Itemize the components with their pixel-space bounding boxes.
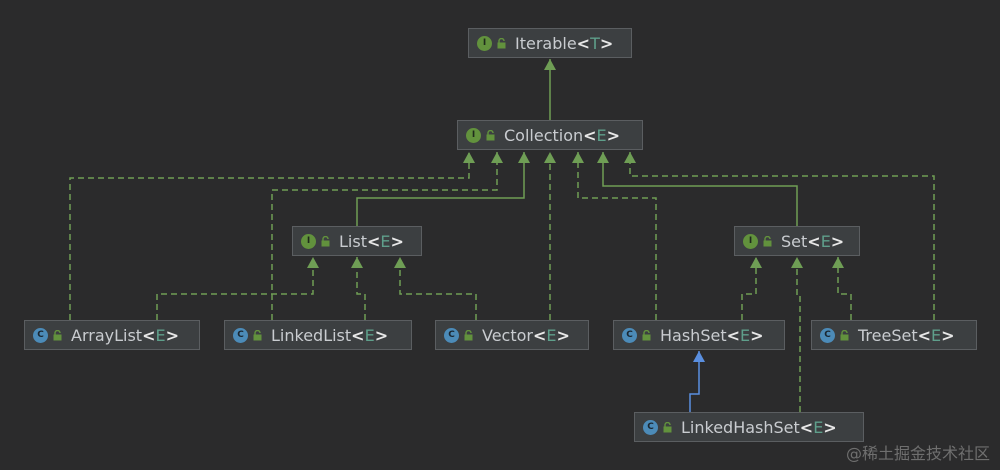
interface-icon: I bbox=[743, 233, 758, 249]
lock-icon bbox=[253, 329, 262, 341]
lock-icon bbox=[464, 329, 473, 341]
lock-icon bbox=[321, 235, 330, 247]
edge-linkedhashset-to-hashset bbox=[689, 351, 705, 412]
arrowhead bbox=[394, 257, 406, 268]
arrowhead bbox=[624, 152, 636, 163]
node-vector[interactable]: C Vector<E> bbox=[435, 320, 589, 350]
edge-collection-to-iterable bbox=[544, 59, 556, 120]
class-icon: C bbox=[622, 327, 637, 343]
arrowhead bbox=[544, 152, 556, 163]
lock-icon bbox=[763, 235, 772, 247]
arrowhead bbox=[693, 351, 705, 362]
node-linkedlist[interactable]: C LinkedList<E> bbox=[224, 320, 412, 350]
node-list[interactable]: I List<E> bbox=[292, 226, 422, 256]
lock-icon bbox=[840, 329, 849, 341]
arrowhead bbox=[518, 152, 530, 163]
arrowhead bbox=[307, 257, 319, 268]
class-icon: C bbox=[643, 419, 658, 435]
arrowhead bbox=[544, 59, 556, 70]
lock-icon bbox=[486, 129, 495, 141]
class-icon: C bbox=[33, 327, 48, 343]
lock-icon bbox=[663, 421, 672, 433]
arrowhead bbox=[750, 257, 762, 268]
node-label: Collection<E> bbox=[504, 125, 621, 145]
node-label: HashSet<E> bbox=[660, 325, 764, 345]
edge-linkedhashset-to-set bbox=[791, 257, 803, 412]
arrowhead bbox=[351, 257, 363, 268]
edge-vector-to-list bbox=[394, 257, 477, 320]
class-icon: C bbox=[444, 327, 459, 343]
edge-arraylist-to-collection bbox=[69, 152, 475, 320]
interface-icon: I bbox=[466, 127, 481, 143]
node-linkedhashset[interactable]: C LinkedHashSet<E> bbox=[634, 412, 864, 442]
arrowhead bbox=[791, 257, 803, 268]
node-label: Set<E> bbox=[781, 231, 845, 251]
node-collection[interactable]: I Collection<E> bbox=[457, 120, 643, 150]
edge-hashset-to-collection bbox=[572, 152, 657, 320]
edge-treeset-to-collection bbox=[624, 152, 935, 320]
class-icon: C bbox=[233, 327, 248, 343]
lock-icon bbox=[642, 329, 651, 341]
arrowhead bbox=[491, 152, 503, 163]
arrowhead bbox=[572, 152, 584, 163]
edge-vector-to-collection bbox=[544, 152, 556, 320]
node-set[interactable]: I Set<E> bbox=[734, 226, 860, 256]
node-label: TreeSet<E> bbox=[858, 325, 955, 345]
edge-linkedlist-to-list bbox=[351, 257, 366, 320]
edge-set-to-collection bbox=[597, 152, 798, 226]
interface-icon: I bbox=[301, 233, 316, 249]
arrowhead bbox=[832, 257, 844, 268]
node-arraylist[interactable]: C ArrayList<E> bbox=[24, 320, 200, 350]
node-iterable[interactable]: I Iterable<T> bbox=[468, 28, 632, 58]
node-treeset[interactable]: C TreeSet<E> bbox=[811, 320, 977, 350]
node-label: LinkedHashSet<E> bbox=[681, 417, 837, 437]
watermark: @稀土掘金技术社区 bbox=[845, 444, 990, 463]
arrowhead bbox=[463, 152, 475, 163]
class-icon: C bbox=[820, 327, 835, 343]
lock-icon bbox=[497, 37, 506, 49]
node-label: Vector<E> bbox=[482, 325, 570, 345]
arrowhead bbox=[597, 152, 609, 163]
node-label: List<E> bbox=[339, 231, 404, 251]
edge-hashset-to-set bbox=[741, 257, 762, 320]
edge-list-to-collection bbox=[356, 152, 530, 226]
edge-treeset-to-set bbox=[832, 257, 852, 320]
node-label: LinkedList<E> bbox=[271, 325, 389, 345]
lock-icon bbox=[53, 329, 62, 341]
edge-linkedlist-to-collection bbox=[271, 152, 503, 320]
edge-arraylist-to-list bbox=[156, 257, 319, 320]
node-hashset[interactable]: C HashSet<E> bbox=[613, 320, 785, 350]
interface-icon: I bbox=[477, 35, 492, 51]
node-label: Iterable<T> bbox=[515, 33, 614, 53]
node-label: ArrayList<E> bbox=[71, 325, 179, 345]
